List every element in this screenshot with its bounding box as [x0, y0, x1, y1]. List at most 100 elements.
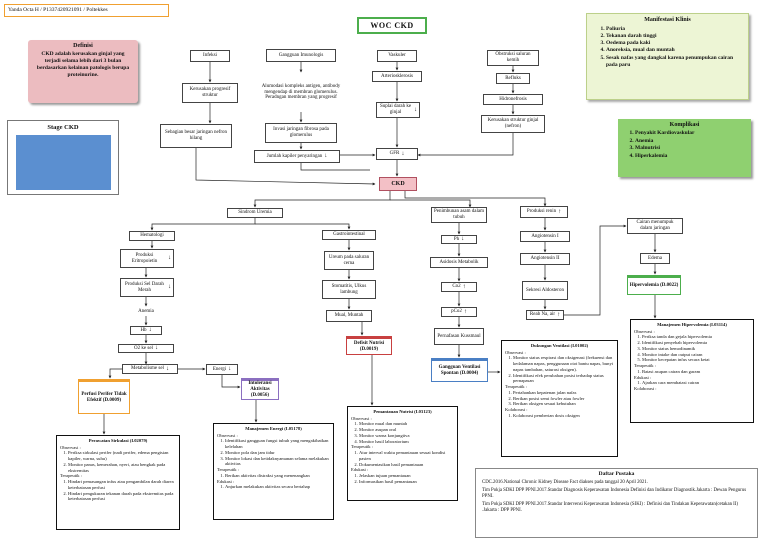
arrow-up-icon: ↑ [462, 283, 466, 290]
diagnosis-gangguan-ventilasi: Gangguan Ventilasi Spontan (D.0004) [431, 358, 488, 382]
reab-text: Reab Na, air [529, 312, 556, 318]
intervention-ventilasi: Dukungan Ventilasi (I.01002) Observasi :… [501, 340, 618, 457]
energi-title: Manajemen Energi (I.05178) [245, 426, 302, 431]
arrow-up-icon: ↑ [557, 311, 561, 318]
node-pco2: pCo2↑ [441, 307, 477, 317]
arrow-down-icon: ↓ [324, 153, 328, 160]
pustaka-ref: Tim Pokja SDKI DPP PPNI.2017.Standar Dia… [482, 487, 747, 499]
hipervolemia-obs-item: Identifikasi penyebab hipervolemia [642, 340, 750, 346]
hipervolemia-ter-label: Terapeutik : [634, 363, 656, 369]
node-reab: Reab Na, air↑ [526, 310, 564, 320]
ventilasi-kol-label: Kolaborasi : [505, 407, 528, 413]
node-gastrointestinal: Gastrointestinal [322, 230, 376, 240]
arrow-down-icon: ↓ [461, 236, 465, 243]
node-produksi-eritropoietin: Produksi Eritropoietin↓ [120, 249, 174, 268]
arrow-down-icon: ↓ [148, 327, 152, 334]
ventilasi-kol-item: Kolaborasi pemberian dosis oksigen [513, 413, 614, 419]
node-obstruksi: Obstruksi saluran kemih [487, 50, 539, 66]
ph-text: Ph [453, 236, 460, 242]
node-penimbunan-asam: Penimbunan asam dalam tubuh [431, 207, 487, 223]
sirkulasi-ter-item: Hindari pengukuran tekanan darah pada ek… [68, 491, 176, 502]
node-hb: Hb↓ [130, 326, 162, 335]
diagnosis-hipervolemia: Hipervolemia (D.0022) [627, 275, 681, 295]
daftar-pustaka: Daftar Pustaka CDC.2016.National Chronic… [475, 468, 758, 538]
node-hidronefrosis: Hidronefrosis [483, 94, 543, 105]
pustaka-ref: CDC.2016.National Chronic Kidney Disease… [482, 479, 648, 485]
nutrisi-edu-label: Edukasi : [351, 467, 369, 473]
definisi-card: Definisi CKD adalah kerusakan ginjal yan… [28, 40, 138, 103]
ventilasi-obs-item: Identifikasi efek perubahan posisi terha… [513, 373, 614, 384]
hipervolemia-obs-item: Monitor status hemodinamik [642, 346, 750, 352]
diagnosis-defisit: Defisit Nutrisi (D.0019) [346, 336, 392, 355]
node-mual: Mual, Muntah [326, 310, 372, 322]
metabolisme-text: Metabolisme sel [131, 366, 164, 372]
node-sindrom-uremia: Sindrom Uremia [227, 208, 283, 218]
node-cairan: Cairan menumpuk dalam jaringan [627, 218, 683, 234]
ventilasi-title: Dukungan Ventilasi (I.01002) [530, 343, 589, 348]
node-suplai-darah: Suplai darah ke ginjal↓ [376, 102, 420, 118]
ventilasi-ter-label: Terapeutik : [505, 384, 527, 390]
arrow-up-icon: ↑ [558, 208, 562, 215]
nutrisi-edu-item: Informasikan hasil pemantauan [359, 479, 454, 485]
hipervolemia-title: Manajemen Hipervolemia (I.03114) [657, 322, 727, 327]
arrow-up-icon: ↑ [463, 308, 467, 315]
nutrisi-ter-item: Dokumentasikan hasil pemantauan [359, 462, 454, 468]
pustaka-ref: Tim Pokja SDKI DPP PPNI.2017.Standar Int… [482, 501, 738, 513]
arrow-down-icon: ↓ [401, 150, 405, 157]
arrow-down-icon: ↓ [414, 106, 417, 113]
node-kerusakan-progresif: Kerusakan progresif struktur [182, 83, 238, 103]
node-vaskuler: Vaskuler [377, 50, 417, 62]
page-title: WOC CKD [357, 17, 427, 34]
komplikasi-item: Hiperkalemia [635, 153, 745, 161]
node-stomatitis: Stomatitis, Ulkus lambung [322, 280, 376, 299]
diagnosis-perfusi: Perfusi Perifer Tidak Efektif (D.0009) [78, 379, 130, 414]
ventilasi-ter-item: Berikan posisi semi fowler atau fowler [513, 396, 614, 402]
arrow-down-icon: ↓ [168, 284, 171, 291]
komplikasi-item: Malnutrisi [635, 145, 745, 153]
node-arteriosklerosis: Arteriosklerosis [372, 71, 422, 82]
hipervolemia-obs-item: Monitor kecepatan infus secara ketat [642, 357, 750, 363]
node-kerusakan-struktur: Kerusakan struktur ginjal (nefron) [481, 115, 545, 133]
komplikasi-title: Komplikasi [669, 122, 700, 128]
node-gangguan-imunologis: Gangguan Imunologis [266, 49, 336, 62]
node-angiotensin2: Angiotensin II [520, 253, 570, 265]
co2-text: Co2 [452, 284, 461, 290]
energi-edu-label: Edukasi : [217, 478, 235, 484]
node-ckd: CKD [379, 177, 417, 191]
node-invasi: Invasi jaringan fibrosa pada glomerulus [265, 123, 337, 143]
node-refluks: Refluks [496, 73, 530, 84]
node-sebagian-besar: Sebagian besar jaringan nefron hilang [160, 124, 232, 148]
hipervolemia-obs-item: Monitor intake dan output cairan [642, 352, 750, 358]
manifestasi-item: Anoreksia, mual dan muntah [606, 47, 740, 54]
nutrisi-ter-label: Terapeutik : [351, 444, 373, 450]
manifestasi-item: Oedema pada kaki [606, 40, 740, 47]
energi-obs-item: Monitor lokasi dan ketidaknyamanan selam… [225, 456, 330, 467]
pustaka-title: Daftar Pustaka [598, 471, 635, 477]
stage-ckd-card: Stage CKD [7, 120, 119, 195]
node-produksi-sel-darah: Produksi Sel Darah Merah↓ [120, 278, 174, 297]
komplikasi-card: Komplikasi Penyakit Kardiovaskular Anemi… [618, 119, 751, 177]
energi-edu-item: Anjurkan melakukan aktivitas secara bert… [225, 484, 330, 490]
definisi-text: CKD adalah kerusakan ginjal yang terjadi… [36, 51, 130, 78]
node-energi: Energi↓ [206, 364, 238, 375]
komplikasi-item: Anemia [635, 138, 745, 146]
manifestasi-item: Tekanan darah tinggi [606, 33, 740, 40]
jumlah-kapiler-text: Jumlah kapiler penyaringan [266, 153, 323, 159]
node-hematologi: Hematologi [129, 231, 175, 241]
manifestasi-card: Manifestasi Klinis Poliuria Tekanan dara… [586, 13, 749, 100]
node-sekresi: Sekresi Aldosteron [522, 281, 568, 300]
intervention-sirkulasi: Perawatan Sirkulasi (I.02079) Observasi … [56, 435, 180, 530]
hipervolemia-ter-item: Batasi asupan cairan dan garam [642, 369, 750, 375]
node-angiotensin1: Angiotensin I [520, 231, 570, 242]
nutrisi-obs-item: Monitor asupan oral [359, 427, 454, 433]
node-anemia: Anemia [128, 307, 164, 316]
manifestasi-item: Poliuria [606, 26, 740, 33]
suplai-text: Suplai darah ke ginjal [379, 104, 412, 115]
node-metabolisme: Metabolisme sel↓ [122, 364, 178, 374]
sirkulasi-ter-item: Hindari pemasangan infus atau pengambila… [68, 479, 176, 490]
node-gfr: GFR↓ [376, 148, 418, 160]
sirkulasi-obs-item: Periksa sirkulasi perifer (nadi perifer,… [68, 450, 176, 461]
node-ureum: Ureum pada saluran cerna [324, 251, 374, 270]
sirkulasi-ter-label: Terapeutik : [60, 473, 82, 479]
